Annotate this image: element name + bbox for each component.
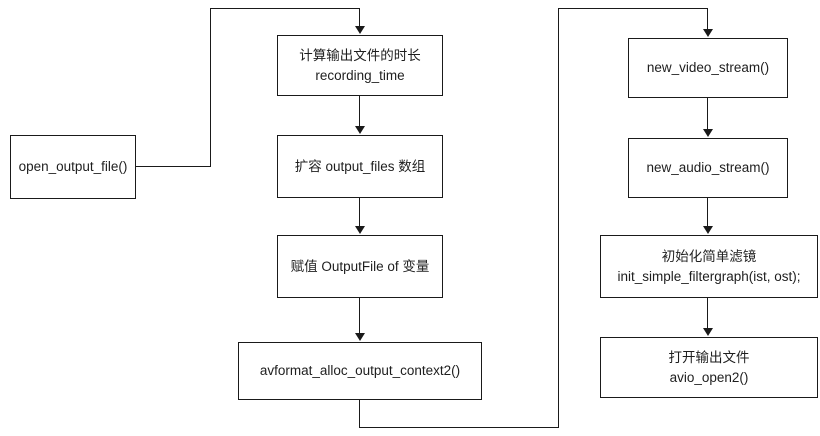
- node-avformat-alloc-output-context2-label: avformat_alloc_output_context2(): [259, 363, 461, 379]
- node-init-simple-filtergraph-label-1: 初始化简单滤镜: [661, 248, 757, 264]
- connector-avformat-to-video-seg-top: [558, 8, 708, 9]
- connector-avformat-to-video-seg-up: [558, 8, 559, 428]
- node-avio-open2[interactable]: 打开输出文件 avio_open2(): [600, 337, 818, 398]
- node-recording-time-label-1: 计算输出文件的时长: [299, 47, 421, 63]
- connector-assign-to-avformat-alloc: [359, 298, 360, 335]
- node-new-audio-stream[interactable]: new_audio_stream(): [628, 138, 788, 198]
- connector-entry-to-recording-time-seg-top: [210, 8, 360, 9]
- node-init-simple-filtergraph-label-2: init_simple_filtergraph(ist, ost);: [617, 268, 801, 284]
- connector-entry-to-recording-time-seg-down: [359, 8, 360, 27]
- node-new-video-stream-label: new_video_stream(): [646, 60, 770, 76]
- node-assign-outputfile[interactable]: 赋值 OutputFile of 变量: [277, 235, 443, 298]
- node-avio-open2-label-2: avio_open2(): [669, 369, 749, 385]
- connector-entry-to-recording-time-seg-right: [136, 166, 211, 167]
- connector-avformat-to-video-seg-bottom: [359, 427, 559, 428]
- arrowhead-into-new-video-stream: [703, 29, 713, 37]
- node-recording-time[interactable]: 计算输出文件的时长 recording_time: [277, 35, 443, 96]
- connector-avformat-to-video-seg-enter: [707, 8, 708, 30]
- arrowhead-into-avio-open2: [703, 328, 713, 336]
- connector-avformat-to-video-seg-down: [359, 400, 360, 427]
- node-assign-outputfile-label: 赋值 OutputFile of 变量: [290, 258, 430, 274]
- connector-audio-to-filtergraph: [707, 198, 708, 228]
- node-open-output-file-label: open_output_file(): [18, 159, 128, 175]
- arrowhead-into-realloc-output-files: [355, 126, 365, 134]
- node-new-video-stream[interactable]: new_video_stream(): [628, 38, 788, 98]
- node-realloc-output-files-label: 扩容 output_files 数组: [294, 158, 426, 174]
- arrowhead-into-assign-outputfile: [355, 226, 365, 234]
- connector-filtergraph-to-avio: [707, 298, 708, 330]
- connector-realloc-to-assign: [359, 198, 360, 228]
- node-realloc-output-files[interactable]: 扩容 output_files 数组: [277, 135, 443, 198]
- arrowhead-into-avformat-alloc: [355, 333, 365, 341]
- arrowhead-into-new-audio-stream: [703, 129, 713, 137]
- node-recording-time-label-2: recording_time: [315, 67, 405, 83]
- connector-recording-time-to-realloc: [359, 96, 360, 127]
- arrowhead-into-recording-time: [355, 26, 365, 34]
- arrowhead-into-init-simple-filtergraph: [703, 226, 713, 234]
- node-new-audio-stream-label: new_audio_stream(): [646, 160, 770, 176]
- node-avio-open2-label-1: 打开输出文件: [668, 349, 750, 365]
- connector-video-to-audio: [707, 98, 708, 129]
- node-open-output-file[interactable]: open_output_file(): [10, 135, 136, 199]
- connector-entry-to-recording-time-seg-up: [210, 8, 211, 167]
- node-avformat-alloc-output-context2[interactable]: avformat_alloc_output_context2(): [238, 342, 482, 400]
- node-init-simple-filtergraph[interactable]: 初始化简单滤镜 init_simple_filtergraph(ist, ost…: [600, 235, 818, 298]
